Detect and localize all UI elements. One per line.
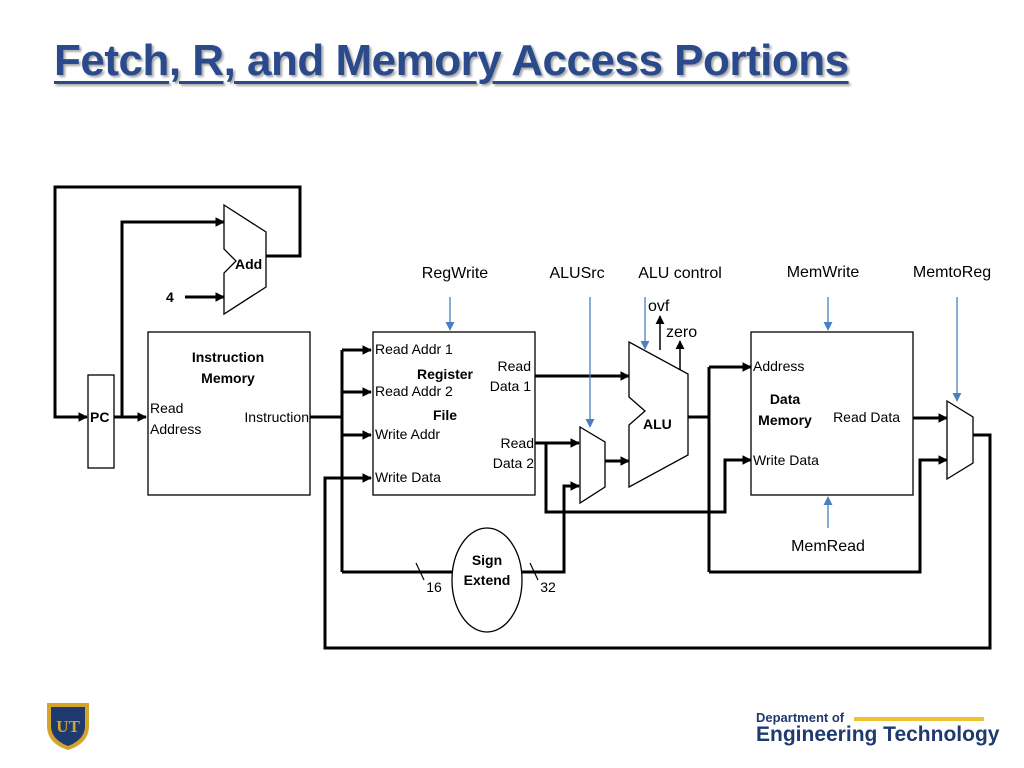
imem-title-1: Instruction <box>192 349 264 365</box>
rf-write-addr: Write Addr <box>375 426 440 442</box>
dmem-write-data: Write Data <box>753 452 819 468</box>
sign-extend: Sign Extend 16 32 <box>426 527 556 633</box>
rf-read-data-1-a: Read <box>498 358 531 374</box>
dept-line1: Department of <box>756 710 845 725</box>
rf-read-addr-1: Read Addr 1 <box>375 341 453 357</box>
label-memwrite: MemWrite <box>787 264 860 281</box>
imem-read-address-2: Address <box>150 421 201 437</box>
imem-read-address-1: Read <box>150 400 183 416</box>
instruction-memory: Instruction Memory Read Address Instruct… <box>147 331 311 496</box>
sign-extend-label-1: Sign <box>472 552 502 568</box>
rf-read-data-2-b: Data 2 <box>493 455 534 471</box>
slide-title: Fetch, R, and Memory Access Portions <box>54 36 849 85</box>
wire-write-back <box>323 433 992 650</box>
department-logo: Department of Engineering Technology <box>756 708 999 754</box>
control-lines <box>445 297 962 528</box>
alu: ALU ovf zero <box>628 298 697 489</box>
dmem-read-data: Read Data <box>833 409 900 425</box>
rf-read-addr-2: Read Addr 2 <box>375 383 453 399</box>
university-shield-logo: UT <box>47 703 89 750</box>
rf-read-data-1-b: Data 1 <box>490 378 531 394</box>
wire-add-to-pc <box>53 185 302 422</box>
imem-instruction-out: Instruction <box>244 409 309 425</box>
pc-label: PC <box>90 409 109 425</box>
dept-accent-bar <box>854 717 984 721</box>
sign-extend-in-bits: 16 <box>426 579 442 595</box>
register-file: Read Addr 1 Read Addr 2 Write Addr Write… <box>372 331 536 496</box>
wire-alu-to-memtoreg-mux <box>709 455 948 574</box>
add-label: Add <box>235 256 262 272</box>
rf-write-data: Write Data <box>375 469 441 485</box>
rf-read-data-2-a: Read <box>501 435 534 451</box>
wire-pc-to-add <box>120 217 225 417</box>
alu-label: ALU <box>643 416 672 432</box>
wire-sign-extend-to-mux <box>522 481 580 574</box>
rf-title-2: File <box>433 407 457 423</box>
dmem-title-1: Data <box>770 391 801 407</box>
imem-title-2: Memory <box>201 370 255 386</box>
label-alu-control: ALU control <box>638 265 722 282</box>
wire-read-data-2-to-dmem <box>544 443 752 514</box>
constant-four: 4 <box>166 289 174 305</box>
dmem-title-2: Memory <box>758 412 812 428</box>
dmem-address: Address <box>753 358 804 374</box>
label-memtoreg: MemtoReg <box>913 264 991 281</box>
pc-register: PC <box>87 374 115 469</box>
alu-ovf: ovf <box>648 298 670 315</box>
label-alusrc: ALUSrc <box>549 265 604 282</box>
label-memread: MemRead <box>791 538 865 555</box>
control-signal-labels: RegWrite ALUSrc ALU control MemWrite Mem… <box>422 264 991 555</box>
alusrc-mux <box>579 425 606 505</box>
logo-text: UT <box>56 717 80 736</box>
dept-line2: Engineering Technology <box>756 723 1000 746</box>
add-unit: Add 4 <box>166 203 267 316</box>
data-memory: Address Data Memory Read Data Write Data <box>750 331 914 496</box>
rf-title-1: Register <box>417 366 474 382</box>
sign-extend-out-bits: 32 <box>540 579 556 595</box>
alu-zero: zero <box>666 324 697 341</box>
sign-extend-label-2: Extend <box>464 572 511 588</box>
wires <box>53 185 992 650</box>
memtoreg-mux <box>946 399 974 481</box>
label-regwrite: RegWrite <box>422 265 488 282</box>
